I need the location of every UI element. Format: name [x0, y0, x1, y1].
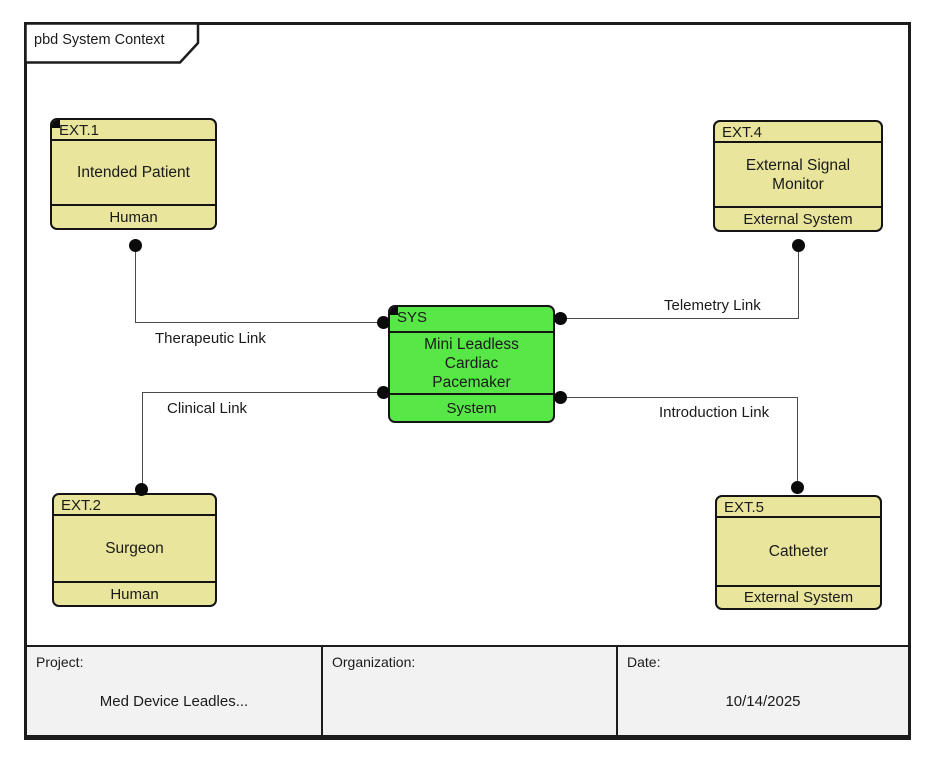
- footer-project-cell: Project: Med Device Leadles...: [27, 647, 321, 735]
- title-block: Project: Med Device Leadles... Organizat…: [24, 645, 911, 740]
- block-name: Mini Leadless Cardiac Pacemaker: [424, 335, 519, 391]
- link-endpoint-dot[interactable]: [129, 239, 142, 252]
- link-endpoint-dot[interactable]: [377, 316, 390, 329]
- block-name: Surgeon: [105, 540, 164, 557]
- link-endpoint-dot[interactable]: [135, 483, 148, 496]
- block-corner-marker: [52, 120, 60, 128]
- link-line-therapeutic-h[interactable]: [135, 322, 385, 323]
- block-ext2-surgeon[interactable]: EXT.2 Surgeon Human: [52, 493, 217, 607]
- block-id: EXT.4: [715, 122, 881, 143]
- block-type: Human: [52, 204, 215, 228]
- link-line-clinical-v[interactable]: [142, 392, 143, 490]
- project-label: Project:: [36, 654, 84, 670]
- block-name: Intended Patient: [77, 164, 190, 181]
- block-type: External System: [717, 585, 880, 608]
- link-line-clinical-h[interactable]: [142, 392, 385, 393]
- link-endpoint-dot[interactable]: [554, 312, 567, 325]
- block-name: External Signal Monitor: [745, 156, 851, 193]
- block-id: EXT.1: [52, 120, 215, 141]
- block-type: Human: [54, 581, 215, 605]
- date-label: Date:: [627, 654, 661, 670]
- link-line-telemetry-h[interactable]: [561, 318, 798, 319]
- block-type: External System: [715, 206, 881, 230]
- diagram-title: pbd System Context: [34, 32, 165, 48]
- link-line-introduction-h[interactable]: [561, 397, 798, 398]
- block-sys-pacemaker[interactable]: SYS Mini Leadless Cardiac Pacemaker Syst…: [388, 305, 555, 423]
- block-id: EXT.2: [54, 495, 215, 516]
- link-endpoint-dot[interactable]: [554, 391, 567, 404]
- link-label-introduction[interactable]: Introduction Link: [659, 404, 770, 421]
- block-corner-marker: [390, 307, 398, 315]
- link-label-therapeutic[interactable]: Therapeutic Link: [155, 330, 266, 347]
- link-line-therapeutic-v[interactable]: [135, 245, 136, 323]
- block-id: SYS: [390, 307, 553, 333]
- diagram-tab: pbd System Context: [24, 22, 202, 64]
- link-endpoint-dot[interactable]: [792, 239, 805, 252]
- link-endpoint-dot[interactable]: [791, 481, 804, 494]
- footer-date-cell: Date: 10/14/2025: [616, 647, 908, 735]
- link-endpoint-dot[interactable]: [377, 386, 390, 399]
- tab-shape: [24, 22, 200, 64]
- block-ext1-intended-patient[interactable]: EXT.1 Intended Patient Human: [50, 118, 217, 230]
- link-line-telemetry-v[interactable]: [798, 246, 799, 319]
- block-name: Catheter: [768, 543, 829, 560]
- block-ext4-external-signal-monitor[interactable]: EXT.4 External Signal Monitor External S…: [713, 120, 883, 232]
- block-type: System: [390, 393, 553, 421]
- date-value: 10/14/2025: [725, 693, 801, 710]
- footer-organization-cell: Organization:: [321, 647, 616, 735]
- organization-label: Organization:: [332, 654, 416, 670]
- project-value: Med Device Leadles...: [99, 693, 249, 710]
- link-label-telemetry[interactable]: Telemetry Link: [664, 297, 761, 314]
- block-id: EXT.5: [717, 497, 880, 518]
- block-ext5-catheter[interactable]: EXT.5 Catheter External System: [715, 495, 882, 610]
- link-line-introduction-v[interactable]: [797, 397, 798, 488]
- link-label-clinical[interactable]: Clinical Link: [167, 400, 248, 417]
